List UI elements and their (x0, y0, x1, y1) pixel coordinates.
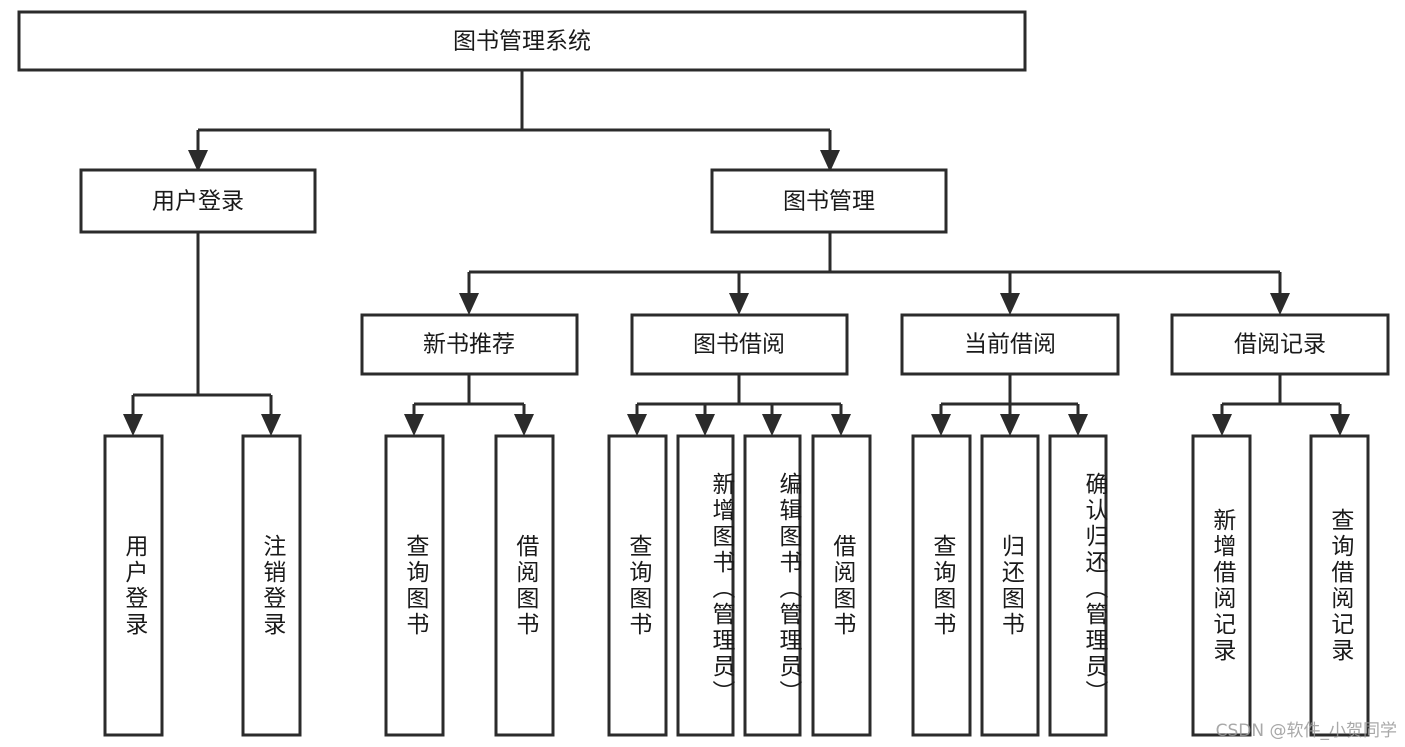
arrow-head-icon (695, 414, 715, 436)
node-user-login[interactable] (79, 168, 317, 234)
edge-userlogin-to-leaves (123, 232, 281, 436)
edge-root-to-level2 (188, 70, 840, 172)
arrow-head-icon (931, 414, 951, 436)
arrow-head-icon (729, 293, 749, 315)
node-leaf-add-record[interactable] (1191, 434, 1252, 737)
node-book-manage-label: 图书管理 (783, 189, 875, 215)
arrow-head-icon (1068, 414, 1088, 436)
node-leaf-add-book[interactable] (676, 434, 735, 737)
edge-newbook-to-leaves (404, 374, 534, 436)
node-book-borrow-label: 图书借阅 (693, 332, 785, 358)
arrow-head-icon (762, 414, 782, 436)
arrow-head-icon (1212, 414, 1232, 436)
node-current-borrow-label: 当前借阅 (964, 332, 1056, 358)
arrow-head-icon (831, 414, 851, 436)
edge-currentborrow-to-leaves (931, 374, 1088, 436)
node-user-login-label: 用户登录 (152, 189, 244, 215)
watermark-text: CSDN @软件_小贺同学 (1215, 721, 1397, 741)
arrow-head-icon (1000, 414, 1020, 436)
node-leaf-query-book-1[interactable] (384, 434, 445, 737)
arrow-head-icon (1270, 293, 1290, 315)
node-current-borrow[interactable] (900, 313, 1120, 376)
node-borrow-record-label: 借阅记录 (1234, 332, 1326, 358)
node-root-label: 图书管理系统 (453, 29, 591, 55)
node-new-book-rec[interactable] (360, 313, 579, 376)
edge-bookmanage-to-level3 (459, 232, 1290, 315)
node-root[interactable] (17, 10, 1027, 72)
node-leaf-query-book-2[interactable] (607, 434, 668, 737)
arrow-head-icon (820, 150, 840, 172)
node-book-manage[interactable] (710, 168, 948, 234)
arrow-head-icon (514, 414, 534, 436)
arrow-head-icon (459, 293, 479, 315)
arrow-head-icon (123, 414, 143, 436)
node-leaf-user-login[interactable] (103, 434, 164, 737)
node-new-book-rec-label: 新书推荐 (423, 332, 515, 358)
arrow-head-icon (1330, 414, 1350, 436)
node-leaf-query-record[interactable] (1309, 434, 1370, 737)
node-borrow-record[interactable] (1170, 313, 1390, 376)
arrow-head-icon (627, 414, 647, 436)
node-leaf-edit-book[interactable] (743, 434, 802, 737)
arrow-head-icon (404, 414, 424, 436)
node-leaf-confirm-return[interactable] (1048, 434, 1108, 737)
edge-bookborrow-to-leaves (627, 374, 851, 436)
arrow-head-icon (261, 414, 281, 436)
arrow-head-icon (188, 150, 208, 172)
arrow-head-icon (1000, 293, 1020, 315)
node-book-borrow[interactable] (630, 313, 849, 376)
edge-borrowrecord-to-leaves (1212, 374, 1350, 436)
node-leaf-return-book[interactable] (980, 434, 1040, 737)
node-leaf-borrow-book-1[interactable] (494, 434, 555, 737)
node-leaf-logout[interactable] (241, 434, 302, 737)
node-leaf-borrow-book-2[interactable] (811, 434, 872, 737)
node-leaf-query-book-3[interactable] (911, 434, 972, 737)
